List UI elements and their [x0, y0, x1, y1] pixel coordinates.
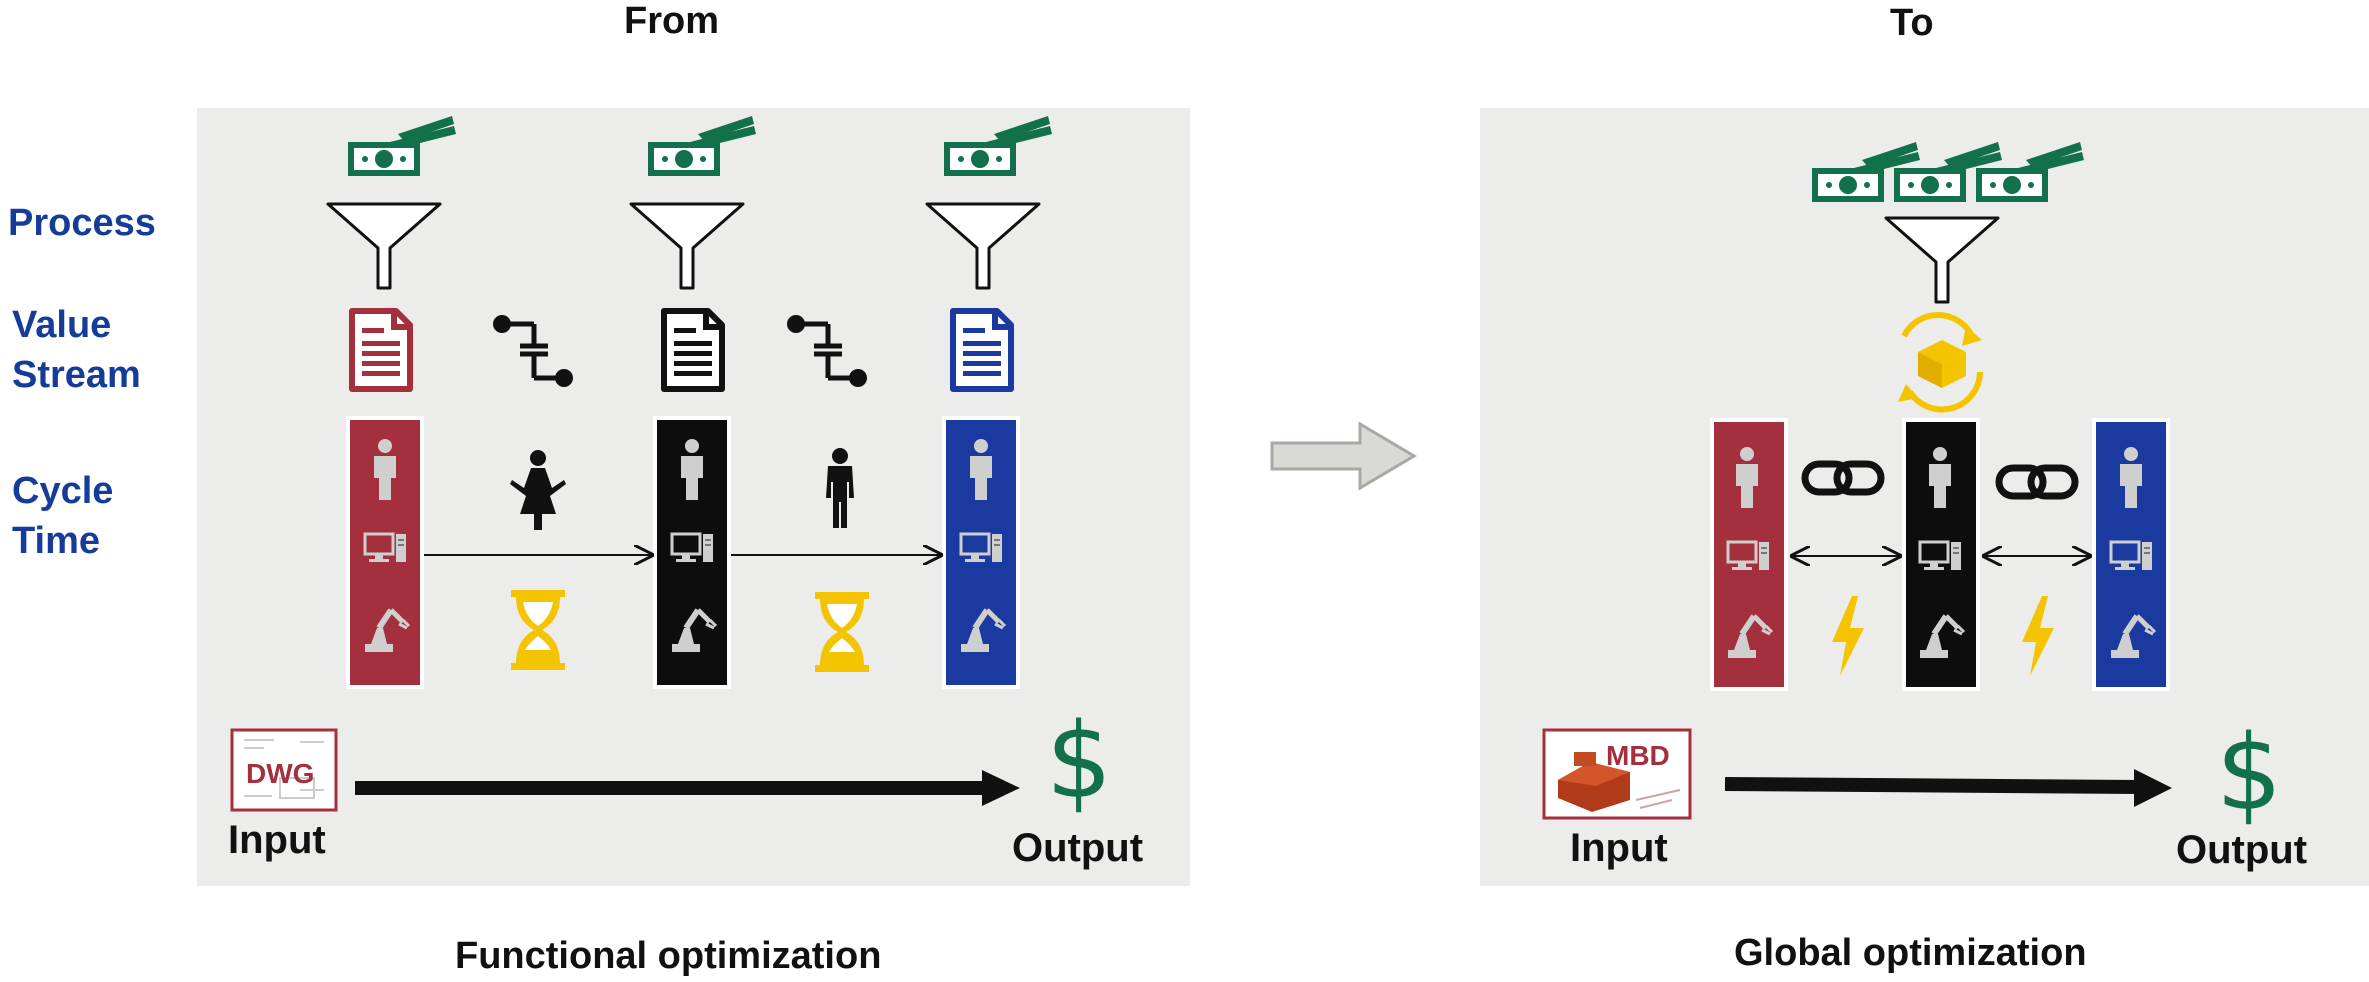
lightning-icon — [1832, 596, 1864, 676]
dwg-label: DWG — [246, 758, 315, 789]
hourglass-icon — [511, 590, 565, 670]
cycle-time-arrow — [1724, 769, 2172, 807]
row-label-cycle: Cycle — [12, 470, 114, 512]
right-output-label: Output — [2176, 828, 2308, 872]
mbd-label: MBD — [1606, 740, 1670, 771]
row-label-stream: Stream — [12, 354, 141, 396]
handoff-icon — [787, 315, 867, 387]
left-heading: From — [624, 0, 719, 42]
chain-link-icon — [1805, 464, 1881, 492]
right-heading: To — [1890, 2, 1934, 44]
document-icon — [664, 311, 722, 389]
document-icon — [352, 311, 410, 389]
left-output-label: Output — [1012, 826, 1144, 870]
hourglass-icon — [815, 592, 869, 672]
cycle-box-icon — [1898, 312, 1983, 413]
row-label-value: Value — [12, 304, 112, 346]
transition-arrow-icon — [1270, 421, 1417, 491]
right-output-dollar: $ — [2216, 712, 2283, 834]
dwg-drawing-icon — [230, 728, 338, 812]
row-label-process: Process — [8, 202, 156, 244]
handoff-icon — [493, 315, 573, 387]
mbd-model-icon — [1542, 728, 1692, 820]
left-caption: Functional optimization — [455, 935, 882, 977]
right-input-label: Input — [1570, 826, 1668, 870]
funnel-icon — [629, 202, 745, 290]
man-icon — [826, 448, 854, 528]
right-caption: Global optimization — [1734, 932, 2087, 974]
money-icon — [944, 116, 1052, 176]
money-icon — [348, 116, 456, 176]
document-icon — [953, 311, 1011, 389]
chain-link-icon — [1999, 468, 2075, 496]
woman-icon — [510, 450, 566, 530]
cycle-time-arrow — [355, 770, 1020, 806]
row-label-time: Time — [12, 520, 101, 562]
funnel-icon — [1884, 216, 2000, 304]
left-input-label: Input — [228, 818, 326, 862]
lightning-icon — [2022, 596, 2054, 676]
funnel-icon — [326, 202, 442, 290]
left-output-dollar: $ — [1046, 700, 1113, 822]
money-icon — [648, 116, 756, 176]
funnel-icon — [925, 202, 1041, 290]
